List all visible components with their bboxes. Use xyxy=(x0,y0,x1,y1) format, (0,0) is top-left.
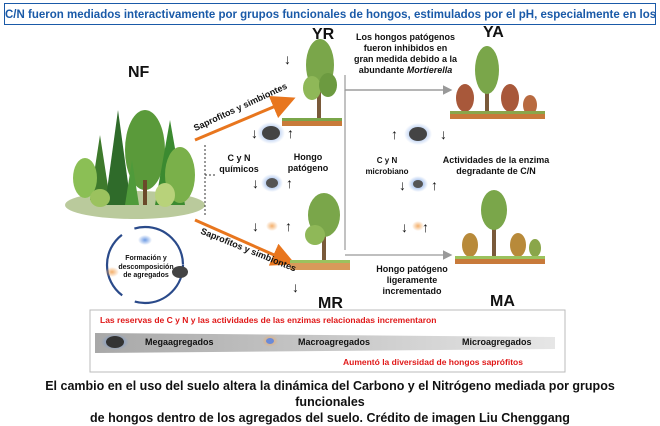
site-label-ma: MA xyxy=(490,293,515,310)
inhibidos-label: Los hongos patógenos fueron inhibidos en… xyxy=(343,32,468,76)
enzima-label: Actividades de la enzima degradante de C… xyxy=(442,155,550,176)
cyn-quimicos-label: C y N químicos xyxy=(219,153,259,174)
nf-forest-illustration xyxy=(65,110,205,219)
cyn-microbiano-label: C y N microbiano xyxy=(365,156,409,176)
megaagregados-label: Megaagregados xyxy=(145,337,214,347)
caption-line-2: de hongos dentro de los agregados del su… xyxy=(90,411,570,425)
yr-blob-down-arrow: ↓ xyxy=(251,125,258,141)
aggregate-blob-yr-mid xyxy=(261,174,283,192)
yr-small-up-arrow: ↑ xyxy=(285,218,292,234)
ya-mid-down-arrow: ↓ xyxy=(399,177,406,193)
aggregate-blob-ya-small xyxy=(412,221,424,231)
aggregate-blob-ya-top xyxy=(404,123,432,145)
reservas-text: Las reservas de C y N y las actividades … xyxy=(100,315,437,325)
site-label-nf: NF xyxy=(128,64,150,81)
aggregate-cycle-diagram xyxy=(105,225,188,305)
formacion-label: Formación y descomposición de agregados xyxy=(118,255,174,279)
ma-trees-illustration xyxy=(455,190,545,264)
ya-trees-illustration xyxy=(450,46,545,119)
yr-small-down-arrow: ↓ xyxy=(252,218,259,234)
ligeramente-label: Hongo patógeno ligeramente incrementado xyxy=(376,264,448,296)
yr-mid-down-arrow: ↓ xyxy=(252,175,259,191)
site-label-yr: YR xyxy=(312,26,335,43)
yr-down-arrow: ↓ xyxy=(284,51,291,67)
yr-blob-up-arrow: ↑ xyxy=(287,125,294,141)
aggregate-blob-ya-mid xyxy=(408,176,428,192)
yr-mid-up-arrow: ↑ xyxy=(286,175,293,191)
site-label-mr: MR xyxy=(318,295,343,312)
diversidad-text: Aumentó la diversidad de hongos saprófit… xyxy=(343,357,523,367)
site-label-ya: YA xyxy=(483,24,504,41)
mortierella-text: Mortierella xyxy=(406,65,453,75)
mr-tree-illustration xyxy=(290,193,350,270)
mr-down-arrow: ↓ xyxy=(292,279,299,295)
diagram-canvas xyxy=(65,39,566,373)
ya-blob-up-arrow: ↑ xyxy=(391,126,398,142)
page-title: C/N fueron mediados interactivamente por… xyxy=(4,3,656,25)
figure-caption: El cambio en el uso del suelo altera la … xyxy=(10,378,650,426)
ya-small-down-arrow: ↓ xyxy=(401,219,408,235)
ya-blob-down-arrow: ↓ xyxy=(440,126,447,142)
microagregados-label: Microagregados xyxy=(462,337,532,347)
inhibidos-line-3: gran medida debido a la xyxy=(353,54,458,64)
yr-tree-illustration xyxy=(282,39,342,126)
aggregate-size-bar xyxy=(95,333,555,353)
macroagregados-label: Macroagregados xyxy=(298,337,371,347)
inhibidos-line-1: Los hongos patógenos xyxy=(356,32,455,42)
ya-mid-up-arrow: ↑ xyxy=(431,177,438,193)
caption-line-1: El cambio en el uso del suelo altera la … xyxy=(45,379,615,409)
ya-small-up-arrow: ↑ xyxy=(422,219,429,235)
inhibidos-line-2: fueron inhibidos en xyxy=(363,43,448,53)
aggregate-blob-yr-small xyxy=(266,221,278,231)
inhibidos-line-4: abundante xyxy=(358,65,407,75)
aggregate-blob-yr-top xyxy=(257,122,285,144)
hongo-patogeno-label: Hongo patógeno xyxy=(287,152,329,173)
